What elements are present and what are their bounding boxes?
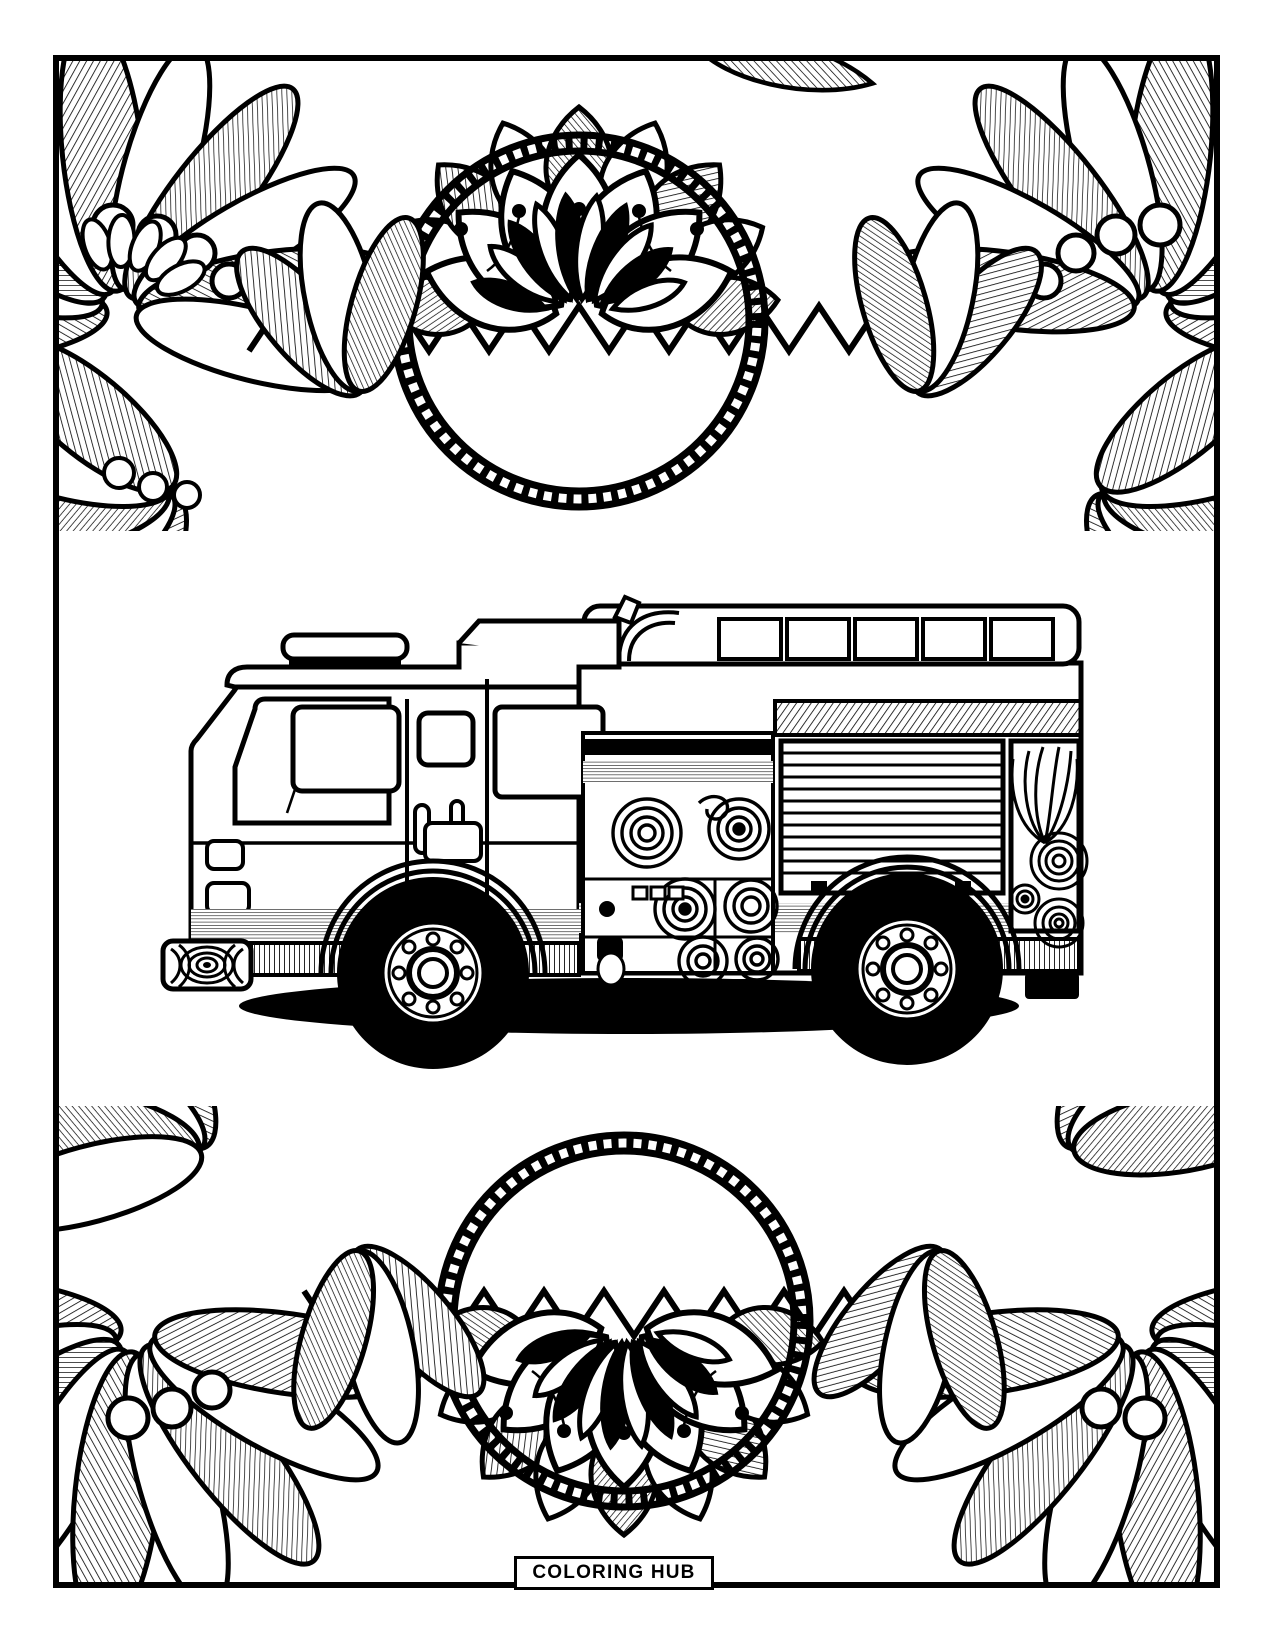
rear-wheel: [811, 873, 1003, 1065]
bottom-left-floral-fan: [59, 1106, 423, 1582]
running-board-step: [657, 973, 1079, 1013]
coloring-artwork: [59, 61, 1214, 1582]
top-mandala-band: [59, 61, 1214, 531]
cab-panel: [205, 821, 483, 915]
coloring-hub-badge: COLORING HUB: [514, 1556, 714, 1590]
pump-panel: [581, 731, 780, 1005]
fire-truck: [160, 594, 1089, 1069]
bottom-mandala-band: [59, 1106, 1214, 1582]
upper-accent-band: [773, 699, 1083, 737]
ladder-rack: [581, 594, 1082, 667]
bottom-center-half-mandala: [301, 1131, 967, 1539]
artboard-frame: [53, 55, 1220, 1588]
bottom-fill-leaves: [291, 1243, 1007, 1446]
rear-compartment-panel: [1008, 738, 1089, 949]
front-bumper: [160, 938, 254, 992]
light-bar: [280, 632, 410, 669]
top-fill-leaves: [234, 200, 1044, 399]
front-wheel: [337, 877, 529, 1069]
wheel-arch: [318, 854, 1022, 974]
brand-label: COLORING HUB: [532, 1562, 696, 1583]
side-window: [290, 704, 402, 794]
